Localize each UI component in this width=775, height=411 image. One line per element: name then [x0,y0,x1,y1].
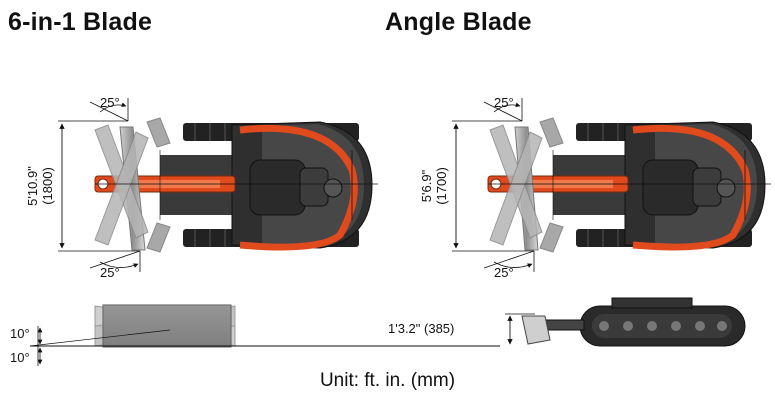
angle-blade-width-ftin: 5'6.9" [419,169,434,202]
angle-blade-top-view [452,98,771,272]
angle-blade-width-mm: (1700) [434,167,449,205]
title-angle-blade: Angle Blade [385,8,532,36]
six-in-one-angle-bottom: 25° [100,265,120,280]
angle-blade-angle-top: 25° [494,95,514,110]
angle-blade-lift-height: 1'3.2" (385) [388,321,454,336]
six-in-one-width-mm: (1800) [40,167,55,205]
tilt-angle-top: 10° [10,326,30,341]
six-in-one-angle-top: 25° [100,95,120,110]
title-six-in-one-blade: 6-in-1 Blade [8,8,153,36]
tilt-angle-bottom: 10° [10,350,30,365]
six-in-one-top-view [58,98,378,272]
unit-note: Unit: ft. in. (mm) [319,370,456,391]
six-in-one-width-ftin: 5'10.9" [25,166,40,206]
angle-blade-side-view [505,297,746,347]
angle-blade-angle-bottom: 25° [494,265,514,280]
six-in-one-tilt-view [29,304,500,366]
